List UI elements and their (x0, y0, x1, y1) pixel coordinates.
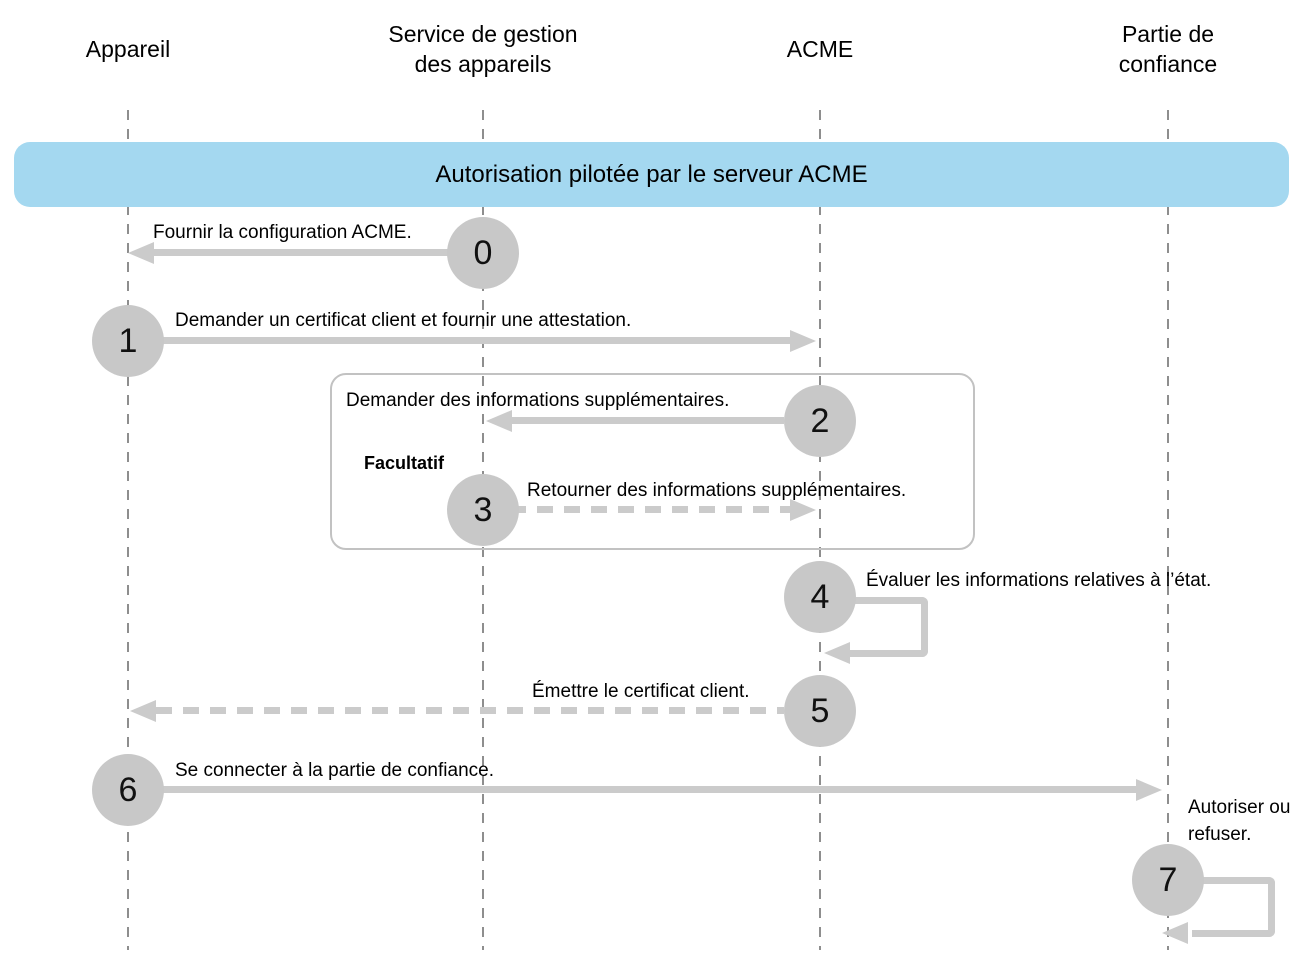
optional-group-label: Facultatif (364, 453, 445, 473)
step-circle-7: 7 (1132, 844, 1204, 916)
message-arrow-1-line (128, 337, 792, 344)
actor-acme-text: ACME (786, 36, 854, 62)
message-arrow-3-line (483, 506, 791, 513)
step-number-7: 7 (1158, 860, 1178, 899)
step-circle-3: 3 (447, 474, 519, 546)
message-arrow-3-head (790, 499, 816, 521)
message-arrow-5-line (156, 707, 784, 714)
lifeline-acme (819, 110, 821, 950)
message-label-0: Fournir la configuration ACME. (153, 222, 412, 243)
message-arrow-5-head (130, 700, 156, 722)
step-number-1: 1 (118, 321, 138, 360)
message-label-6: Se connecter à la partie de confiance. (175, 760, 494, 781)
step-number-4: 4 (810, 577, 830, 616)
lifeline-appareil (127, 110, 129, 950)
step-number-3: 3 (473, 490, 493, 529)
self-loop-4 (850, 597, 928, 657)
message-label-5: Émettre le certificat client. (532, 681, 750, 702)
actor-label-partie-confiance: Partie de confiance (1093, 14, 1243, 84)
message-label-3: Retourner des informations supplémentair… (527, 480, 907, 501)
step-number-6: 6 (118, 770, 138, 809)
actor-appareil-text: Appareil (85, 36, 171, 62)
message-arrow-6-line (128, 786, 1138, 793)
step-number-2: 2 (810, 401, 830, 440)
step-number-5: 5 (810, 691, 830, 730)
actor-service-gestion-text: Service de gestion des appareils (388, 21, 578, 77)
step-circle-5: 5 (784, 675, 856, 747)
banner-title: Autorisation pilotée par le serveur ACME (14, 142, 1289, 207)
step-circle-2: 2 (784, 385, 856, 457)
message-label-1: Demander un certificat client et fournir… (175, 310, 632, 331)
step-number-0: 0 (473, 233, 493, 272)
message-arrow-2-line (510, 417, 784, 424)
actor-partie-confiance-text: Partie de confiance (1118, 21, 1218, 77)
self-loop-7 (1192, 877, 1275, 937)
lifeline-partie-confiance (1167, 110, 1169, 950)
optional-group-box (330, 373, 975, 550)
self-loop-7-head (1162, 922, 1188, 944)
step-circle-1: 1 (92, 305, 164, 377)
step-circle-6: 6 (92, 754, 164, 826)
message-arrow-0-head (128, 242, 154, 264)
step-circle-0: 0 (447, 217, 519, 289)
self-loop-4-head (824, 642, 850, 664)
message-arrow-0-line (152, 249, 448, 256)
message-arrow-6-head (1136, 779, 1162, 801)
actor-label-appareil: Appareil (28, 14, 228, 84)
banner-title-text: Autorisation pilotée par le serveur ACME (435, 160, 868, 188)
message-arrow-2-head (486, 410, 512, 432)
step-circle-4: 4 (784, 561, 856, 633)
message-label-4: Évaluer les informations relatives à l’é… (866, 570, 1212, 591)
actor-label-service-gestion: Service de gestion des appareils (371, 14, 595, 84)
message-label-2: Demander des informations supplémentaire… (346, 390, 730, 411)
message-label-7: Autoriser ou refuser. (1188, 797, 1291, 845)
message-arrow-1-head (790, 330, 816, 352)
actor-label-acme: ACME (720, 14, 920, 84)
